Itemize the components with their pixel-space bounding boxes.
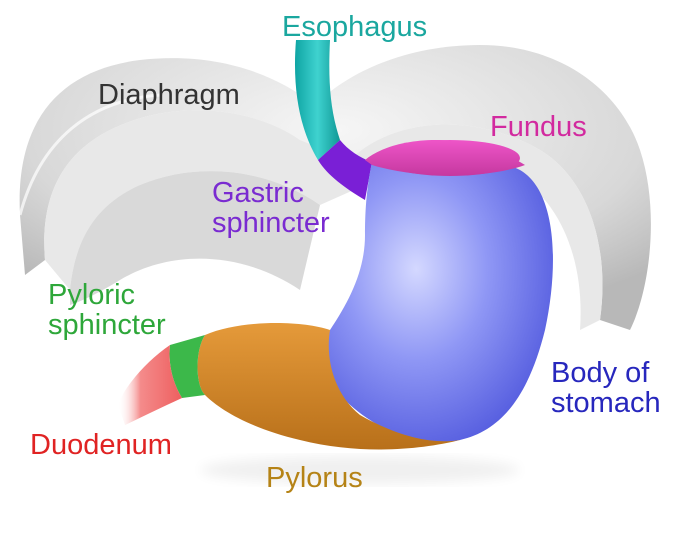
label-fundus: Fundus — [490, 112, 587, 142]
label-duodenum: Duodenum — [30, 430, 172, 460]
label-pylorus-text: Pylorus — [266, 462, 363, 494]
label-pylorus: Pylorus — [266, 463, 363, 493]
label-diaphragm-text: Diaphragm — [98, 79, 240, 111]
body-of-stomach-shape — [325, 153, 553, 442]
pylorus-shape — [197, 323, 460, 450]
label-body-of-stomach: Body of stomach — [551, 358, 661, 418]
label-pyloric-sphincter-line1: Pyloric — [48, 279, 136, 311]
label-pyloric-sphincter-line2: sphincter — [48, 309, 166, 341]
label-diaphragm: Diaphragm — [98, 80, 240, 110]
label-body-of-stomach-line2: stomach — [551, 387, 661, 419]
label-fundus-text: Fundus — [490, 111, 587, 143]
diaphragm-shape — [18, 45, 651, 330]
esophagus-shape — [294, 40, 340, 160]
label-gastric-sphincter: Gastric sphincter — [212, 178, 330, 238]
label-esophagus-text: Esophagus — [282, 11, 428, 43]
label-esophagus: Esophagus — [282, 12, 427, 42]
label-pyloric-sphincter: Pyloric sphincter — [48, 280, 166, 340]
duodenum-shape — [118, 345, 182, 425]
fundus-shape — [365, 140, 525, 176]
label-gastric-sphincter-line1: Gastric — [212, 177, 304, 209]
label-body-of-stomach-line1: Body of — [551, 357, 650, 389]
gastric-sphincter-shape — [318, 140, 372, 200]
pyloric-sphincter-shape — [169, 335, 205, 398]
label-gastric-sphincter-line2: sphincter — [212, 207, 330, 239]
label-duodenum-text: Duodenum — [30, 429, 172, 461]
